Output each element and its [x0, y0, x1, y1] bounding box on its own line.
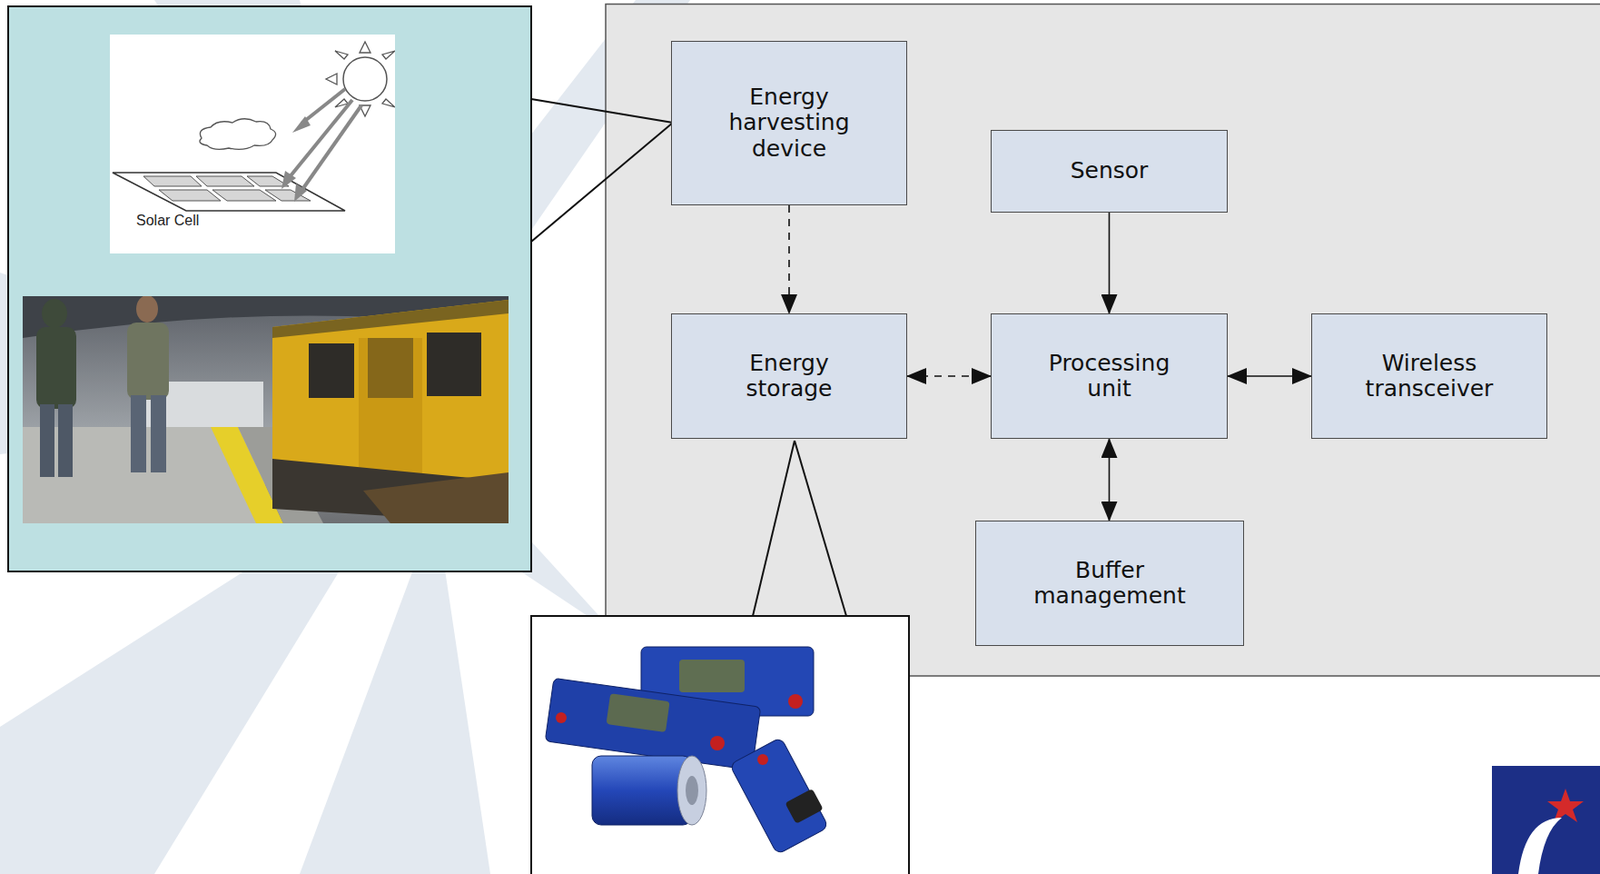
leader-line: [531, 98, 673, 123]
process-box: Processing unit: [990, 313, 1228, 439]
solar-cell-illustration: [292, 116, 311, 133]
train-photo: [150, 395, 167, 473]
solar-cell-illustration: [281, 88, 362, 202]
solar-cell-illustration: [382, 50, 396, 60]
ultracapacitor-illustration: [679, 659, 745, 692]
process-box: Wireless transceiver: [1311, 313, 1548, 439]
train-photo: [36, 326, 77, 409]
solar-cell-illustration: [196, 176, 255, 187]
solar-cell-illustration: [109, 34, 396, 254]
connector-arrow: [788, 205, 791, 314]
process-box: Sensor: [990, 129, 1228, 213]
connector-arrow: [1108, 212, 1111, 314]
solar-cell-illustration: [199, 118, 277, 150]
box-label: Energy harvesting device: [728, 84, 850, 163]
solar-cell-illustration: [143, 176, 202, 187]
storage-callout: [531, 615, 909, 874]
leader-line: [794, 440, 847, 616]
solar-cell-illustration: [325, 73, 337, 85]
ultracapacitor-illustration: [685, 775, 699, 805]
process-box: Buffer management: [975, 520, 1245, 646]
solar-cell-illustration: [301, 105, 362, 191]
train-photo: [41, 298, 68, 328]
ultracapacitor-illustration: [606, 692, 671, 732]
train-photo: [308, 343, 355, 398]
connector-arrow: [907, 375, 991, 377]
institution-logo: [1518, 817, 1562, 874]
train-photo: [358, 337, 423, 475]
train-photo: [127, 322, 169, 400]
ultracapacitor-illustration: [788, 693, 803, 709]
solar-cell-illustration: [343, 57, 387, 101]
process-box: Energy storage: [671, 313, 908, 439]
solar-cell-illustration: [359, 41, 371, 53]
train-photo: [363, 472, 509, 524]
solar-cell-illustration: [335, 50, 348, 60]
connector-arrow: [1227, 375, 1312, 377]
institution-logo: [1547, 788, 1584, 822]
box-label: Wireless transceiver: [1365, 350, 1494, 403]
leader-line: [531, 122, 673, 242]
ultracapacitor-illustration: [710, 735, 725, 751]
box-label: Processing unit: [1048, 350, 1171, 403]
solar-cell-illustration: [212, 189, 277, 201]
ultracapacitor-illustration: [729, 737, 829, 855]
figure-caption: Solar Cell: [136, 212, 199, 229]
train-photo: [272, 299, 509, 338]
solar-cell-illustration: [281, 170, 297, 189]
ultracapacitor-illustration: [677, 755, 707, 825]
ultracapacitor-illustration: [544, 646, 829, 854]
system-panel: [605, 4, 1600, 677]
train-photo: [39, 404, 55, 477]
solar-cell-illustration: [109, 34, 396, 254]
box-label: Sensor: [1070, 158, 1149, 185]
solar-cell-illustration: [158, 189, 221, 201]
ultracapacitor-illustration: [784, 788, 823, 824]
connector-arrow: [1108, 438, 1111, 521]
process-box: Energy harvesting device: [671, 40, 908, 206]
box-label: Energy storage: [746, 350, 833, 403]
train-photo: [130, 395, 147, 473]
ultracapacitor-illustration: [757, 753, 769, 765]
solar-cell-illustration: [382, 98, 396, 108]
train-photo: [58, 404, 73, 477]
train-photo: [272, 458, 509, 524]
institution-logo: [1491, 765, 1600, 874]
ultracapacitor-illustration: [555, 711, 567, 723]
solar-cell-illustration: [294, 183, 307, 202]
train-photo: [426, 332, 482, 396]
train-photo: [22, 296, 509, 524]
institution-logo: [1491, 765, 1600, 874]
solar-callout: [8, 6, 532, 572]
train-photo: [22, 296, 509, 524]
train-photo: [36, 296, 169, 477]
leader-line: [752, 440, 795, 616]
box-label: Buffer management: [1033, 557, 1186, 610]
train-photo: [136, 296, 159, 323]
